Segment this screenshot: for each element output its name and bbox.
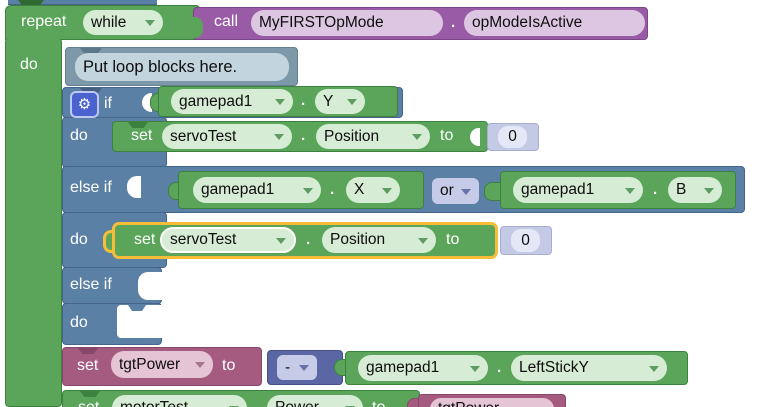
statement-notch	[128, 305, 146, 311]
number-input-field[interactable]: 0	[498, 126, 527, 148]
do3-label: do	[70, 314, 88, 331]
dropdown-arrow-icon	[229, 405, 239, 407]
dropdown-arrow-icon	[347, 99, 357, 110]
value-socket	[127, 176, 141, 198]
set-label: set	[131, 127, 153, 144]
dropdown-arrow-icon	[275, 99, 285, 110]
gamepad-b-property-dropdown[interactable]: B	[668, 177, 722, 203]
to-label: to	[440, 127, 454, 144]
dropdown-arrow-icon	[145, 20, 155, 31]
if-label: if	[104, 95, 112, 112]
gamepad-y-object-dropdown[interactable]: gamepad1	[171, 89, 293, 114]
variable-dropdown[interactable]: tgtPower	[430, 398, 554, 407]
variable-dropdown[interactable]: tgtPower	[111, 351, 213, 378]
if-mutator-gear-button[interactable]: ⚙	[70, 91, 99, 118]
set-label: set	[78, 399, 99, 407]
call-object-field: MyFIRSTOpMode	[251, 10, 443, 36]
member-dot: .	[330, 181, 335, 198]
member-dot: .	[256, 399, 260, 407]
motor-property-dropdown[interactable]: Power	[267, 395, 363, 407]
connection-notch	[80, 48, 102, 54]
dropdown-arrow-icon	[303, 187, 313, 199]
gamepad-ls-object-dropdown[interactable]: gamepad1	[358, 355, 488, 381]
dropdown-arrow-icon	[274, 134, 284, 145]
repeat-mode-dropdown[interactable]: while	[83, 10, 163, 35]
to-label: to	[372, 399, 385, 407]
comment-text-field[interactable]: Put loop blocks here.	[75, 53, 289, 81]
member-dot: .	[301, 127, 306, 144]
member-dot: .	[306, 231, 311, 248]
connection-tab	[18, 0, 44, 7]
connection-notch	[128, 122, 148, 128]
do2-label: do	[70, 231, 88, 248]
gamepad-x-property-dropdown[interactable]: X	[346, 177, 400, 203]
member-dot: .	[451, 14, 456, 31]
member-dot: .	[497, 359, 502, 376]
dropdown-arrow-icon	[412, 134, 422, 145]
gamepad-ls-property-dropdown[interactable]: LeftStickY	[511, 355, 667, 381]
dropdown-arrow-icon	[195, 362, 205, 373]
dropdown-arrow-icon	[299, 365, 309, 376]
repeat-while-block-left-column[interactable]	[5, 38, 62, 407]
dropdown-arrow-icon	[382, 187, 392, 199]
gamepad-y-property-dropdown[interactable]: Y	[315, 89, 365, 114]
repeat-do-label: do	[20, 56, 38, 73]
to-label: to	[222, 357, 236, 374]
empty-value-socket	[138, 272, 162, 300]
gamepad-x-object-dropdown[interactable]: gamepad1	[193, 177, 321, 203]
set-label: set	[134, 231, 156, 248]
dropdown-arrow-icon	[276, 237, 286, 249]
offscreen-block-bottom-strip	[8, 0, 157, 5]
call-label: call	[214, 13, 239, 30]
value-socket	[191, 17, 203, 38]
servo-object-dropdown[interactable]: servoTest	[162, 124, 292, 149]
connection-notch	[78, 348, 98, 354]
set-label: set	[77, 357, 99, 374]
negate-operator-dropdown[interactable]: -	[277, 355, 317, 380]
servo-property-dropdown[interactable]: Position	[322, 227, 436, 253]
to-label: to	[446, 231, 460, 248]
dropdown-arrow-icon	[704, 187, 714, 199]
repeat-label: repeat	[21, 13, 67, 30]
member-dot: .	[301, 92, 306, 109]
number-input-field[interactable]: 0	[511, 229, 540, 252]
dropdown-arrow-icon	[418, 237, 428, 249]
logic-operator-dropdown[interactable]: or	[432, 178, 479, 204]
connection-notch	[80, 391, 100, 397]
value-socket	[142, 93, 152, 112]
dropdown-arrow-icon	[470, 365, 480, 377]
servo-property-dropdown[interactable]: Position	[316, 124, 430, 149]
dropdown-arrow-icon	[461, 188, 471, 200]
gear-icon: ⚙	[77, 96, 92, 113]
member-dot: .	[653, 181, 658, 198]
servo-object-dropdown-highlighted[interactable]: servoTest	[160, 227, 296, 253]
elseif2-label: else if	[70, 276, 112, 293]
do1-label: do	[70, 127, 88, 144]
gamepad-b-object-dropdown[interactable]: gamepad1	[513, 177, 643, 203]
dropdown-arrow-icon	[625, 187, 635, 199]
value-socket	[470, 128, 480, 146]
motor-object-dropdown[interactable]: motorTest	[112, 395, 247, 407]
dropdown-arrow-icon	[649, 365, 659, 377]
elseif1-label: else if	[70, 179, 112, 196]
call-method-field: opModeIsActive	[464, 10, 645, 36]
dropdown-arrow-icon	[345, 405, 355, 407]
